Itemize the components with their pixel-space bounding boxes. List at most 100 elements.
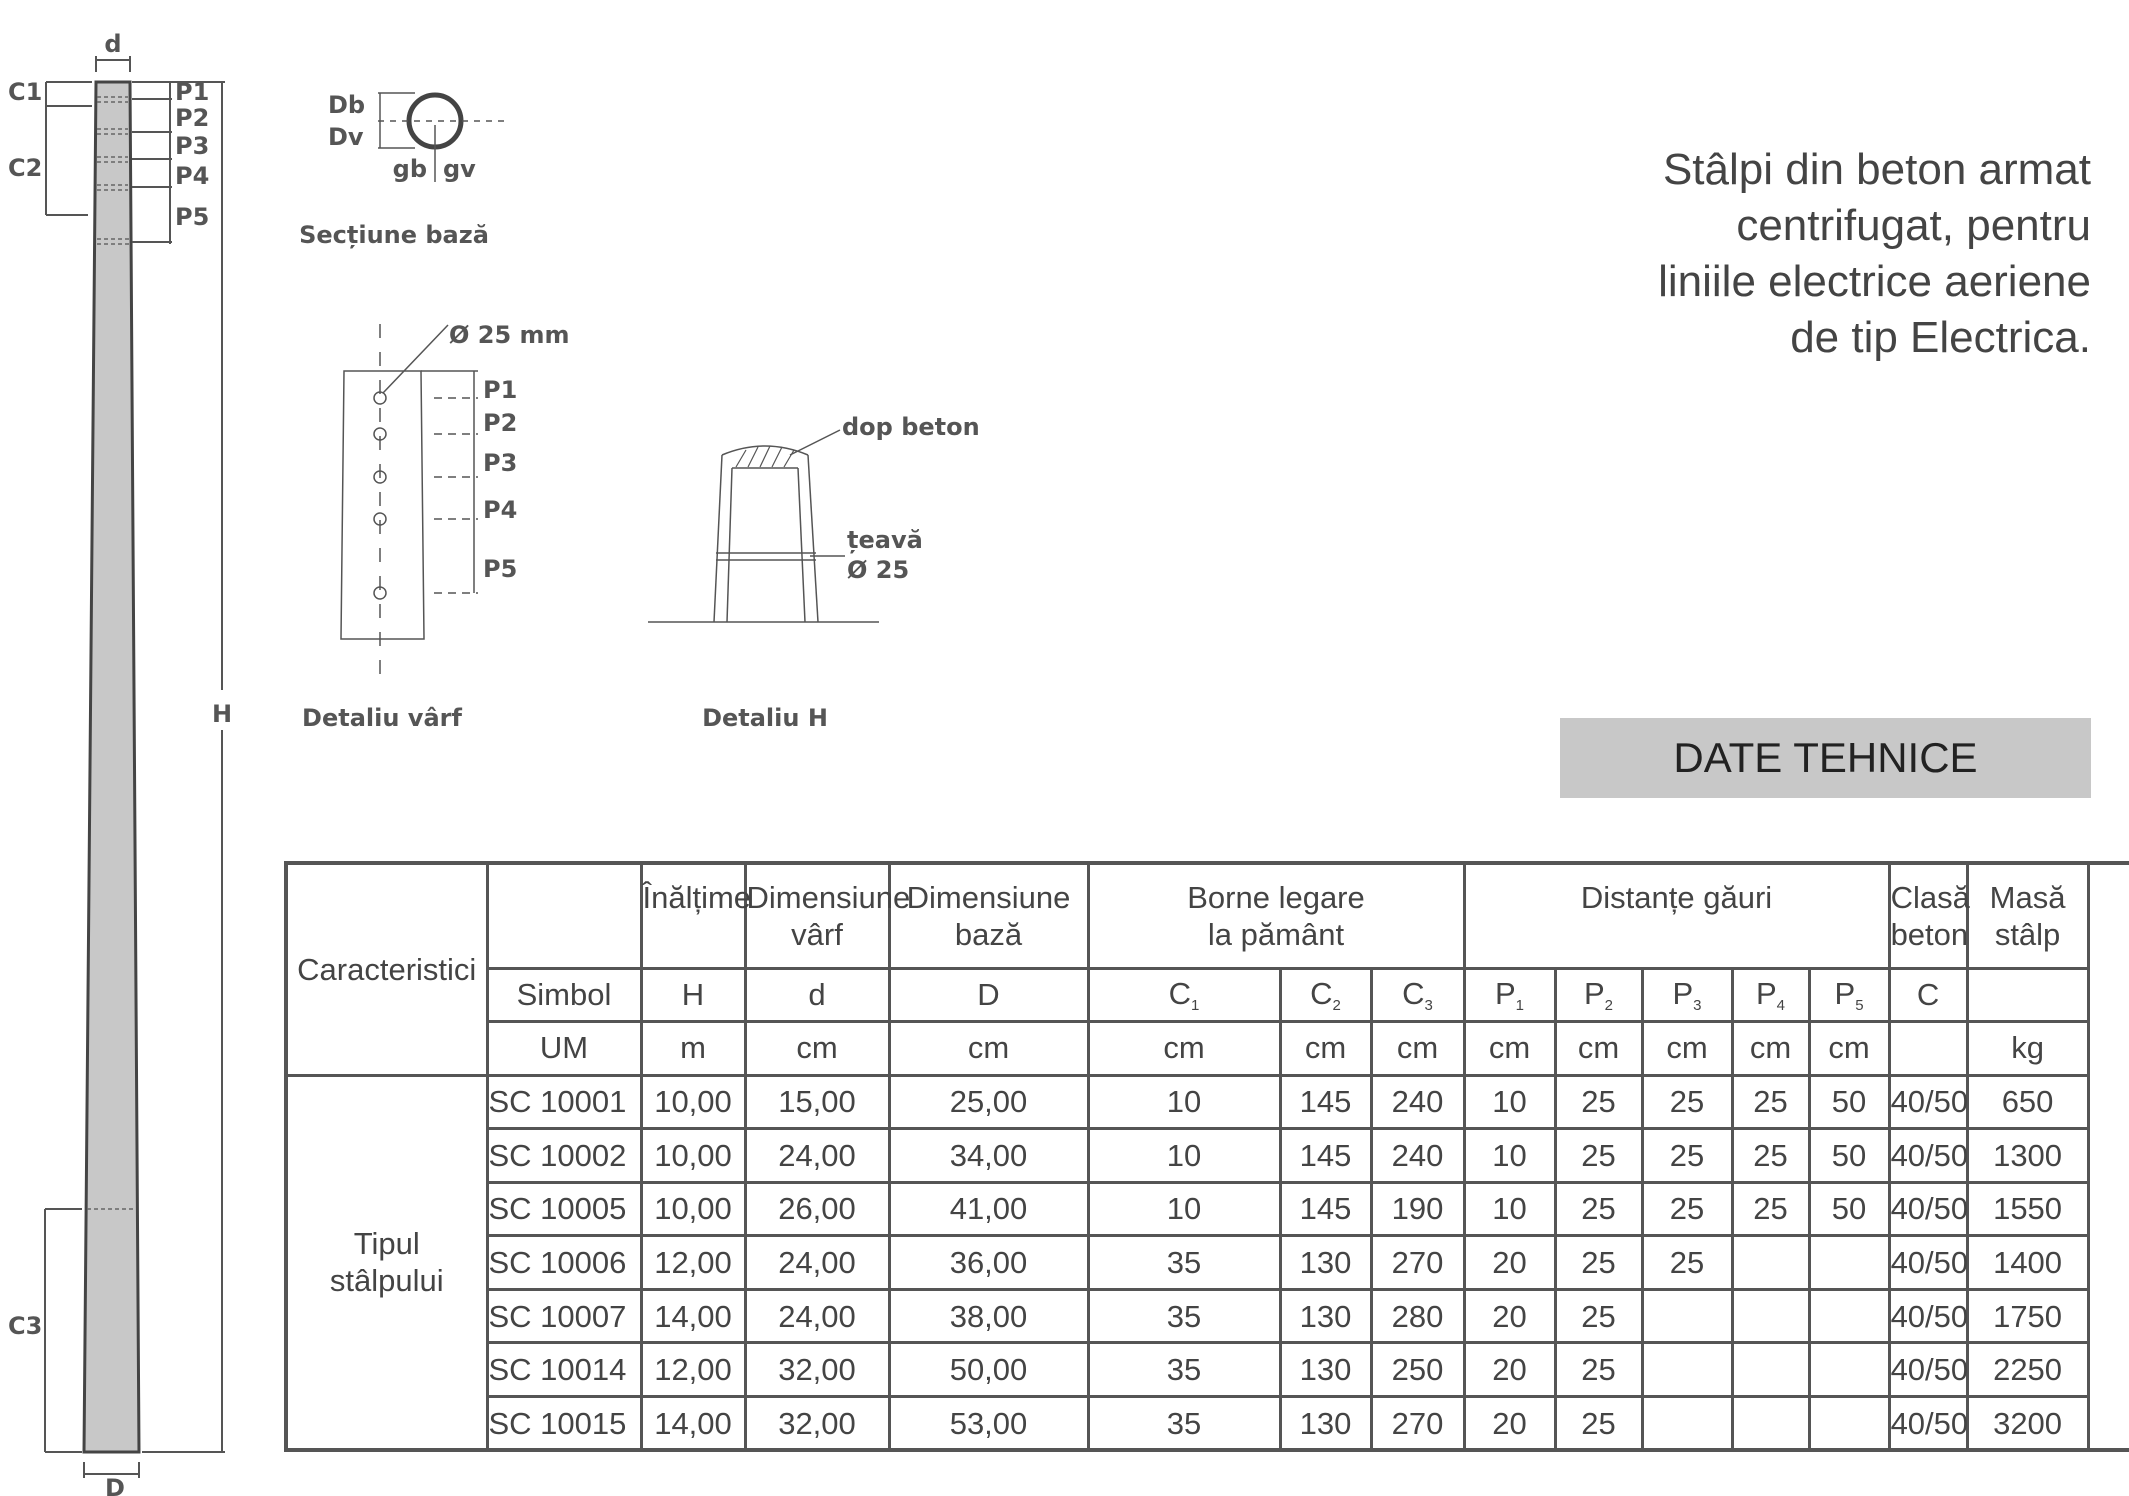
p4-label: P4 bbox=[175, 162, 209, 190]
pole-base-diameter-label: D bbox=[105, 1474, 125, 1496]
header-hole-distances: Distanțe găuri bbox=[1462, 861, 1891, 970]
table-cell: 10 bbox=[1462, 1180, 1557, 1238]
table-cell: 32,00 bbox=[743, 1395, 891, 1452]
tip-p2-label: P2 bbox=[483, 409, 517, 437]
header-line: stâlp bbox=[1994, 917, 2061, 953]
unit-cell: cm bbox=[1730, 1019, 1811, 1077]
db-label: Db bbox=[328, 91, 365, 119]
table-cell bbox=[1807, 1395, 1891, 1452]
table-cell: 25,00 bbox=[887, 1073, 1090, 1131]
symbol-cell: C1 bbox=[1086, 966, 1282, 1023]
symbol-cell: P4 bbox=[1730, 966, 1811, 1023]
table-cell: 40/50 bbox=[1887, 1287, 1969, 1345]
table-cell: 14,00 bbox=[639, 1395, 747, 1452]
characteristics-label: Caracteristici bbox=[284, 861, 489, 1077]
table-cell: 53,00 bbox=[887, 1395, 1090, 1452]
tip-p4-label: P4 bbox=[483, 496, 517, 524]
table-cell: 14,00 bbox=[639, 1287, 747, 1345]
c3-label: C3 bbox=[8, 1312, 42, 1340]
header-line: Borne legare bbox=[1187, 880, 1365, 915]
table-cell: 40/50 bbox=[1887, 1234, 1969, 1291]
symbol-base: C bbox=[1310, 975, 1333, 1011]
symbol-cell: d bbox=[743, 966, 891, 1023]
title-line: liniile electrice aeriene bbox=[1658, 257, 2091, 306]
table-cell: 130 bbox=[1278, 1341, 1373, 1399]
table-cell: 10,00 bbox=[639, 1127, 747, 1184]
pole-diagram bbox=[44, 56, 225, 1478]
symbol-subscript: 1 bbox=[1191, 996, 1200, 1014]
symbol-subscript: 3 bbox=[1693, 996, 1702, 1014]
table-cell: 20 bbox=[1462, 1234, 1557, 1291]
table-cell: 240 bbox=[1369, 1127, 1466, 1184]
symbol-base: H bbox=[681, 976, 705, 1012]
table-cell: 50 bbox=[1807, 1127, 1891, 1184]
table-cell bbox=[1730, 1287, 1811, 1345]
table-cell: 40/50 bbox=[1887, 1180, 1969, 1238]
unit-cell bbox=[1887, 1019, 1969, 1077]
table-cell: 25 bbox=[1553, 1180, 1644, 1238]
table-cell bbox=[1640, 1287, 1734, 1345]
dv-label: Dv bbox=[328, 123, 364, 151]
table-cell: 24,00 bbox=[743, 1287, 891, 1345]
table-cell: 145 bbox=[1278, 1127, 1373, 1184]
symbol-base: P bbox=[1834, 975, 1856, 1011]
symbol-base: D bbox=[977, 976, 1000, 1012]
table-cell: 20 bbox=[1462, 1341, 1557, 1399]
pipe-label: țeavă bbox=[847, 526, 923, 554]
table-cell: 1750 bbox=[1965, 1287, 2090, 1345]
table-cell: 35 bbox=[1086, 1234, 1282, 1291]
table-cell: 50 bbox=[1807, 1180, 1891, 1238]
table-cell: 40/50 bbox=[1887, 1395, 1969, 1452]
gv-label: gv bbox=[443, 155, 476, 183]
c1-label: C1 bbox=[8, 78, 42, 106]
unit-cell: kg bbox=[1965, 1019, 2090, 1077]
symbol-base: P bbox=[1672, 975, 1694, 1011]
table-cell: 26,00 bbox=[743, 1180, 891, 1238]
pole-code-cell: SC 10007 bbox=[485, 1287, 643, 1345]
table-cell: 35 bbox=[1086, 1287, 1282, 1345]
pole-code-cell: SC 10001 bbox=[485, 1073, 643, 1131]
tip-p3-label: P3 bbox=[483, 449, 517, 477]
symbol-cell: C bbox=[1887, 966, 1969, 1023]
c2-label: C2 bbox=[8, 154, 42, 182]
table-cell: 650 bbox=[1965, 1073, 2090, 1131]
table-cell: 10 bbox=[1086, 1180, 1282, 1238]
table-cell: 41,00 bbox=[887, 1180, 1090, 1238]
table-cell: 130 bbox=[1278, 1395, 1373, 1452]
table-cell: 40/50 bbox=[1887, 1073, 1969, 1131]
table-cell: 25 bbox=[1553, 1234, 1644, 1291]
table-cell: 50 bbox=[1807, 1073, 1891, 1131]
symbol-base: d bbox=[808, 976, 826, 1012]
header-line: bază bbox=[954, 917, 1023, 953]
table-cell: 1550 bbox=[1965, 1180, 2090, 1238]
table-cell: 25 bbox=[1553, 1073, 1644, 1131]
pipe-diameter-label: Ø 25 bbox=[847, 556, 909, 584]
header-line: beton bbox=[1890, 917, 1969, 953]
unit-cell: cm bbox=[1278, 1019, 1373, 1077]
p3-label: P3 bbox=[175, 132, 209, 160]
pole-code-cell: SC 10002 bbox=[485, 1127, 643, 1184]
title-line: de tip Electrica. bbox=[1790, 313, 2091, 362]
table-cell: 10,00 bbox=[639, 1180, 747, 1238]
header-line: vârf bbox=[791, 917, 843, 953]
title-line: centrifugat, pentru bbox=[1736, 201, 2091, 250]
table-cell: 12,00 bbox=[639, 1341, 747, 1399]
pole-code-cell: SC 10015 bbox=[485, 1395, 643, 1452]
table-cell: 35 bbox=[1086, 1395, 1282, 1452]
p1-label: P1 bbox=[175, 78, 209, 106]
plug-label: dop beton bbox=[842, 413, 980, 441]
table-cell bbox=[1730, 1234, 1811, 1291]
unit-cell: cm bbox=[1807, 1019, 1891, 1077]
table-cell bbox=[1807, 1341, 1891, 1399]
table-cell: 24,00 bbox=[743, 1234, 891, 1291]
table-cell: 25 bbox=[1640, 1127, 1734, 1184]
tip-detail-diagram bbox=[340, 324, 478, 680]
header-height: Înălțime bbox=[639, 861, 751, 970]
table-cell: 10,00 bbox=[639, 1073, 747, 1131]
